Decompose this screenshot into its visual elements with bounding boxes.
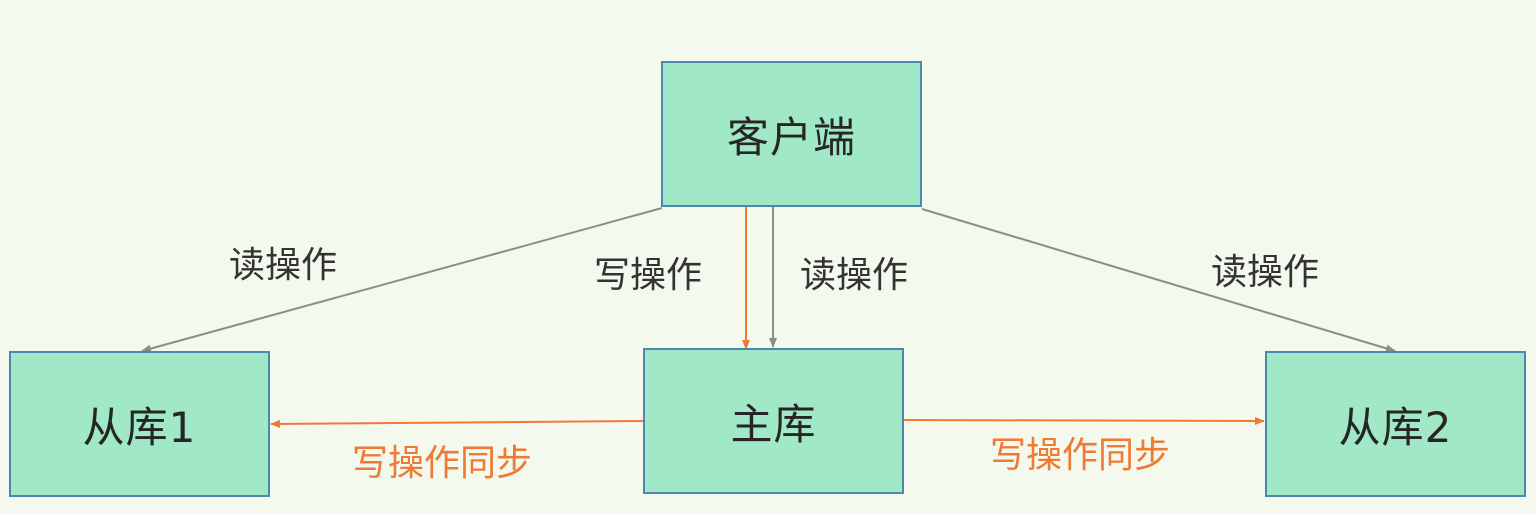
slave1-node: 从库1 xyxy=(9,351,270,497)
slave2-node: 从库2 xyxy=(1265,351,1526,497)
client-node: 客户端 xyxy=(661,61,922,207)
edge-label-read-right: 读操作 xyxy=(1211,252,1320,293)
edge-read-client-slave2 xyxy=(921,208,1396,353)
slave1-node-label: 从库1 xyxy=(82,402,197,452)
edge-label-read-mid: 读操作 xyxy=(800,255,909,296)
slave2-node-label: 从库2 xyxy=(1338,402,1453,452)
edge-label-sync-right: 写操作同步 xyxy=(990,435,1171,476)
master-node-label: 主库 xyxy=(730,399,817,449)
edge-sync-master-slave1 xyxy=(270,419,644,428)
edge-label-read-left: 读操作 xyxy=(229,245,338,286)
edge-sync-master-slave2 xyxy=(903,416,1265,425)
client-node-label: 客户端 xyxy=(726,112,856,162)
master-node: 主库 xyxy=(643,348,904,494)
edge-label-sync-left: 写操作同步 xyxy=(352,443,533,484)
edge-label-write-mid: 写操作 xyxy=(594,255,703,296)
edge-read-client-slave1 xyxy=(141,207,663,353)
